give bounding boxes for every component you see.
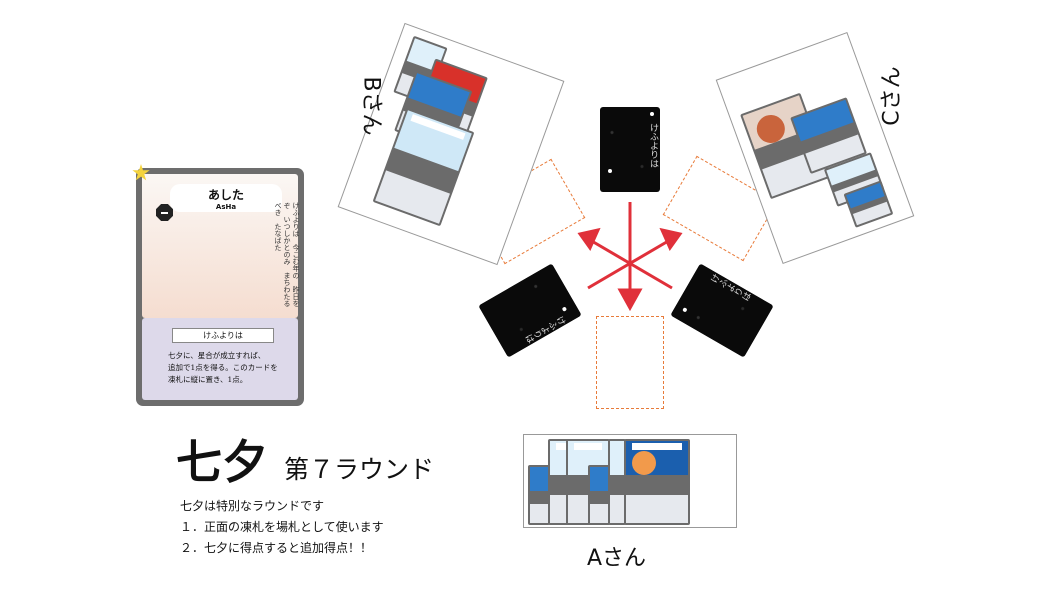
black-card-text: けふよりは — [648, 122, 658, 168]
card-title-romaji: AsHa — [215, 203, 237, 211]
hand-card[interactable] — [588, 465, 610, 525]
card-ability-area: けふよりは 七夕に、星合が成立すれば、 追加で1点を得る。このカードを 凍札に縦… — [142, 318, 298, 400]
card-title-plate: あした AsHa — [170, 184, 282, 212]
arrow-head-up-left — [577, 227, 601, 252]
arrow-head-down — [617, 288, 643, 312]
ability-line-2: 追加で1点を得る。このカードを — [168, 363, 278, 372]
black-card-left[interactable]: けふよりは — [478, 263, 582, 358]
player-a-label: Aさん — [587, 546, 647, 571]
arrow-head-up-right — [659, 227, 683, 252]
rule-1: １．正面の凍札を場札として使います — [180, 520, 384, 534]
hand-card[interactable] — [528, 465, 550, 525]
ability-label: けふよりは — [172, 328, 274, 343]
rule-intro: 七夕は特別なラウンドです — [180, 499, 325, 513]
player-c-label: Cさん — [879, 66, 905, 126]
featured-card[interactable]: あした AsHa けふよりは 今こむ年の 昨日をぞ いつしかとのみ まちわたるべ… — [132, 164, 304, 406]
card-art-area: あした AsHa けふよりは 今こむ年の 昨日をぞ いつしかとのみ まちわたるべ… — [142, 174, 300, 318]
octagon-icon — [156, 204, 173, 221]
arrow-line-up-left — [589, 238, 673, 290]
hand-card[interactable] — [624, 439, 690, 525]
card-poem: けふよりは 今こむ年の 昨日をぞ いつしかとのみ まちわたるべき たなばた — [274, 202, 300, 307]
player-b-label: Bさん — [358, 76, 384, 136]
star-dot — [608, 169, 612, 173]
hand-player-a[interactable] — [523, 434, 737, 528]
slot-bottom[interactable] — [596, 316, 664, 409]
planet-icon — [632, 451, 656, 475]
rule-2: ２．七夕に得点すると追加得点！！ — [180, 541, 373, 555]
ability-line-1: 七夕に、星合が成立すれば、 — [168, 351, 266, 360]
ability-text: 七夕に、星合が成立すれば、 追加で1点を得る。このカードを 凍札に縦に置き、1点… — [168, 350, 288, 386]
black-card-top[interactable]: けふよりは — [600, 107, 660, 192]
hand-card[interactable] — [608, 439, 626, 525]
round-subtitle: 第７ラウンド — [284, 455, 435, 484]
card-title: あした — [207, 188, 244, 202]
ability-line-3: 凍札に縦に置き、1点。 — [168, 375, 248, 384]
round-title: 七夕 — [176, 435, 268, 489]
pass-arrows — [577, 202, 683, 312]
star-dot — [650, 112, 654, 116]
